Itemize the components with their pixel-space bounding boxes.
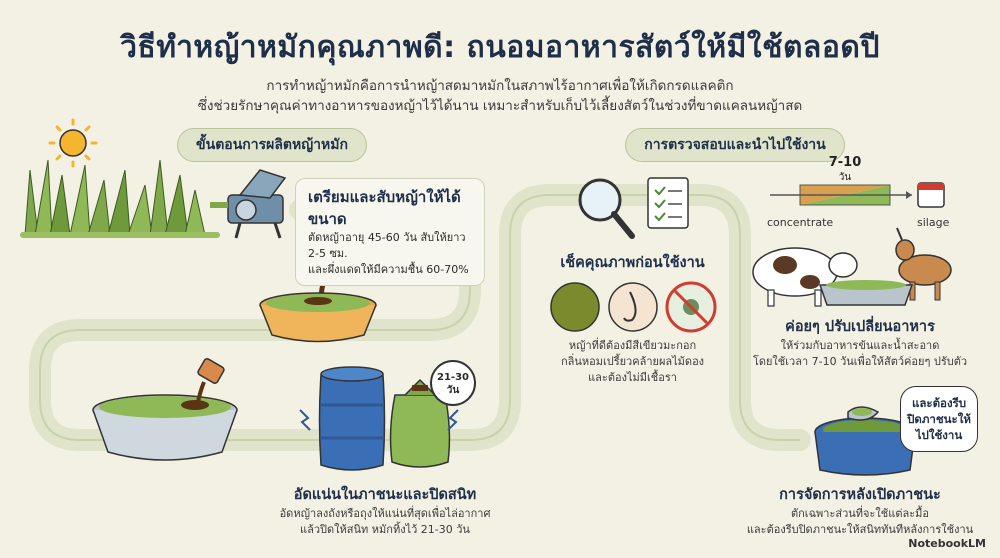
step-after-open: การจัดการหลังเปิดภาชนะ ตักเฉพาะส่วนที่จะ…: [735, 484, 985, 538]
fermentation-days-badge: 21-30 วัน: [430, 360, 476, 406]
sack-icon: [389, 378, 451, 468]
magnifier-icon: [578, 178, 635, 239]
step-pack-line-1: อัดหญ้าลงถังหรือถุงให้แน่นที่สุดเพื่อไล่…: [279, 507, 491, 520]
step-adjust-title: ค่อยๆ ปรับเปลี่ยนอาหาร: [785, 319, 935, 335]
step-after-open-line-2: และต้องรีบปิดภาชนะให้สนิททันทีหลังการใช้…: [746, 523, 974, 536]
olive-color-icon: [550, 282, 600, 332]
step-pack: อัดแน่นในภาชนะและปิดสนิท อัดหญ้าลงถังหรื…: [255, 484, 515, 538]
calendar-icon: [917, 182, 945, 208]
bubble-line-1: และต้องรีบ: [911, 396, 967, 410]
section-usage-header: การตรวจสอบและนำไปใช้งาน: [625, 128, 845, 162]
blue-barrel-icon: [318, 366, 386, 471]
step-after-open-title: การจัดการหลังเปิดภาชนะ: [779, 487, 941, 503]
step-adjust-line-1: ให้ร่วมกับอาหารข้นและน้ำสะอาด: [780, 339, 940, 352]
checklist-icon: [647, 177, 689, 229]
step-prepare-line-2: และผึ่งแดดให้มีความชื้น 60-70%: [308, 263, 469, 276]
sun-icon: [48, 118, 98, 168]
bubble-line-3: ไปใช้งาน: [915, 428, 963, 442]
badge-days-range: 21-30: [437, 372, 469, 383]
silage-label: silage: [917, 216, 950, 229]
step-adjust-line-2: โดยใช้เวลา 7-10 วันเพื่อให้สัตว์ค่อยๆ ปร…: [752, 355, 968, 368]
opened-barrel-icon: [814, 406, 916, 476]
step-prepare-line-1: ตัดหญ้าอายุ 45-60 วัน สับให้ยาว 2-5 ซม.: [308, 231, 466, 260]
section-production-header: ขั้นตอนการผลิตหญ้าหมัก: [177, 128, 367, 162]
step-check-line-2: กลิ่นหอมเปรี้ยวคล้ายผลไม้ดอง: [560, 355, 705, 368]
subtitle-line-1: การทำหญ้าหมักคือการนำหญ้าสดมาหมักในสภาพไ…: [266, 78, 734, 94]
page-title: วิธีทำหญ้าหมักคุณภาพดี: ถนอมอาหารสัตว์ให…: [120, 30, 880, 65]
step-pack-title: อัดแน่นในภาชนะและปิดสนิท: [293, 487, 477, 503]
brand-label: NotebookLM: [908, 537, 986, 550]
step-prepare-title: เตรียมและสับหญ้าให้ได้ขนาด: [308, 188, 461, 228]
large-basin-icon: [92, 358, 238, 461]
pressure-spark-icon: [299, 409, 459, 431]
concentrate-label: concentrate: [767, 216, 834, 229]
mixing-basin-icon: [259, 292, 377, 343]
step-prepare-card: เตรียมและสับหญ้าให้ได้ขนาด ตัดหญ้าอายุ 4…: [295, 178, 485, 286]
step-check-desc: หญ้าที่ดีต้องมีสีเขียวมะกอก กลิ่นหอมเปรี…: [540, 338, 725, 386]
step-after-open-line-1: ตักเฉพาะส่วนที่จะใช้แต่ละมื้อ: [791, 507, 929, 520]
cow-icon: [752, 247, 858, 307]
feed-tray-icon: [818, 280, 914, 306]
bubble-line-2: ปิดภาชนะให้: [907, 412, 971, 426]
step-check-line-1: หญ้าที่ดีต้องมีสีเขียวมะกอก: [568, 339, 697, 352]
page-subtitle: การทำหญ้าหมักคือการนำหญ้าสดมาหมักในสภาพไ…: [150, 76, 850, 116]
transition-bar-icon: [770, 184, 912, 206]
step-check-title: เช็คคุณภาพก่อนใช้งาน: [560, 255, 705, 271]
step-check-title-wrap: เช็คคุณภาพก่อนใช้งาน: [540, 252, 725, 274]
chopper-machine-icon: [210, 169, 287, 239]
step-check-line-3: และต้องไม่มีเชื้อรา: [588, 371, 677, 384]
transition-days-unit: วัน: [838, 172, 852, 183]
badge-days-unit: วัน: [446, 385, 460, 396]
subtitle-line-2: ซึ่งช่วยรักษาคุณค่าทางอาหารของหญ้าไว้ได้…: [197, 98, 803, 114]
reminder-bubble: และต้องรีบ ปิดภาชนะให้ ไปใช้งาน: [900, 386, 978, 452]
grass-field-icon: [20, 159, 220, 238]
transition-days: 7-10 วัน: [825, 155, 865, 185]
step-pack-line-2: แล้วปิดให้สนิท หมักทิ้งไว้ 21-30 วัน: [300, 523, 470, 536]
transition-days-value: 7-10: [828, 155, 862, 170]
smell-nose-icon: [608, 282, 658, 332]
no-mold-icon: [665, 281, 717, 333]
step-adjust: ค่อยๆ ปรับเปลี่ยนอาหาร ให้ร่วมกับอาหารข้…: [735, 316, 985, 370]
